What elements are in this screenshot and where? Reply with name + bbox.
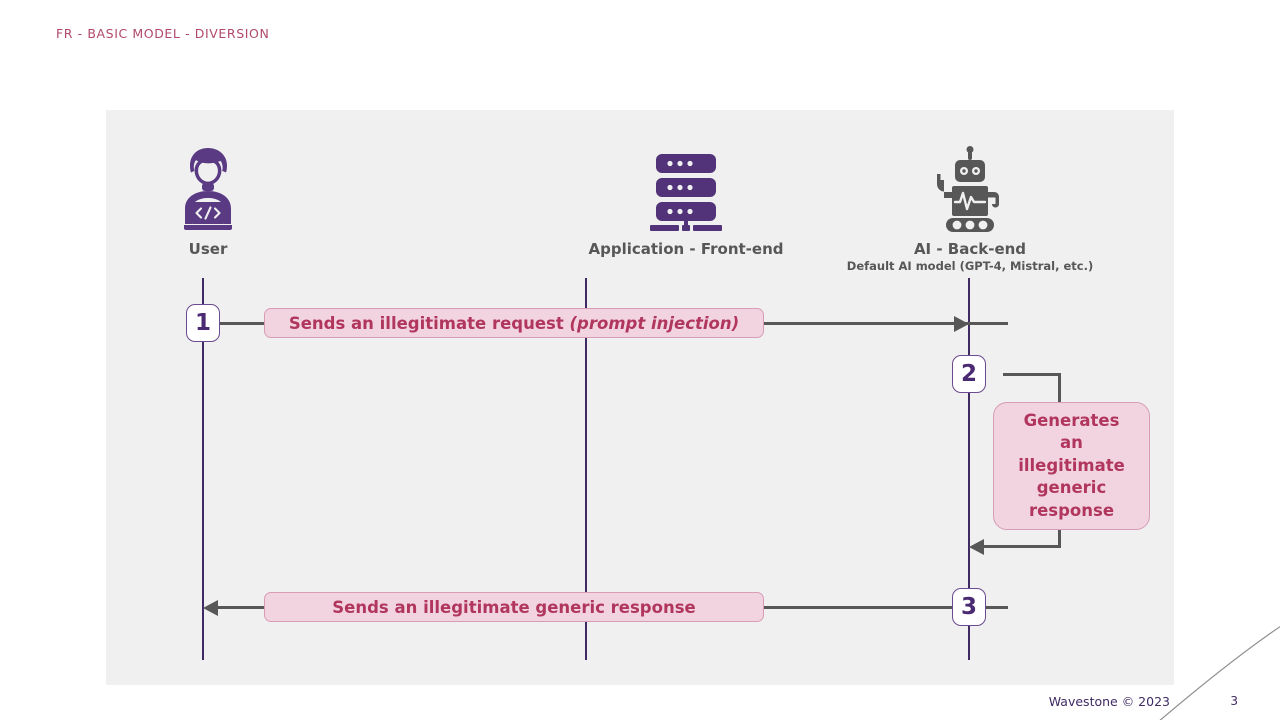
step1-message-text: Sends an illegitimate request (prompt in… [289,314,739,333]
actor-label-frontend: Application - Front-end [588,240,784,258]
step2-loop-top-line [1003,373,1061,376]
step2-loop-bottom-line [984,545,1061,548]
step3-message-bar: Sends an illegitimate generic response [264,592,764,622]
slide-title: FR - BASIC MODEL - DIVERSION [56,26,270,41]
step-badge-2: 2 [952,355,986,393]
step-badge-3: 3 [952,588,986,626]
actor-sublabel-backend: Default AI model (GPT-4, Mistral, etc.) [846,259,1094,273]
step1-arrowhead [954,315,969,332]
lifeline-frontend [585,278,587,660]
step-badge-1: 1 [186,304,220,342]
step1-message-bar: Sends an illegitimate request (prompt in… [264,308,764,338]
step1-message-italic: (prompt injection) [569,313,740,333]
actor-label-user: User [188,240,228,258]
actor-frontend: Application - Front-end [506,140,866,258]
step3-message-text: Sends an illegitimate generic response [332,597,696,617]
step2-loop-arrowhead [969,538,984,555]
actor-label-backend: AI - Back-end [913,240,1027,258]
lifeline-backend [968,278,970,660]
sequence-diagram-panel: User [106,110,1174,685]
footer-page-number: 3 [1230,694,1238,708]
user-laptop-code-icon [142,140,274,232]
lifeline-user [202,278,204,660]
actor-user: User [142,140,274,258]
step3-arrowhead [203,599,218,616]
actor-backend: AI - Back-end Default AI model (GPT-4, M… [790,140,1150,273]
robot-icon [790,140,1150,232]
step1-message-main: Sends an illegitimate request [288,313,564,333]
footer-copyright: Wavestone © 2023 [1048,694,1170,709]
server-rack-icon [506,140,866,232]
